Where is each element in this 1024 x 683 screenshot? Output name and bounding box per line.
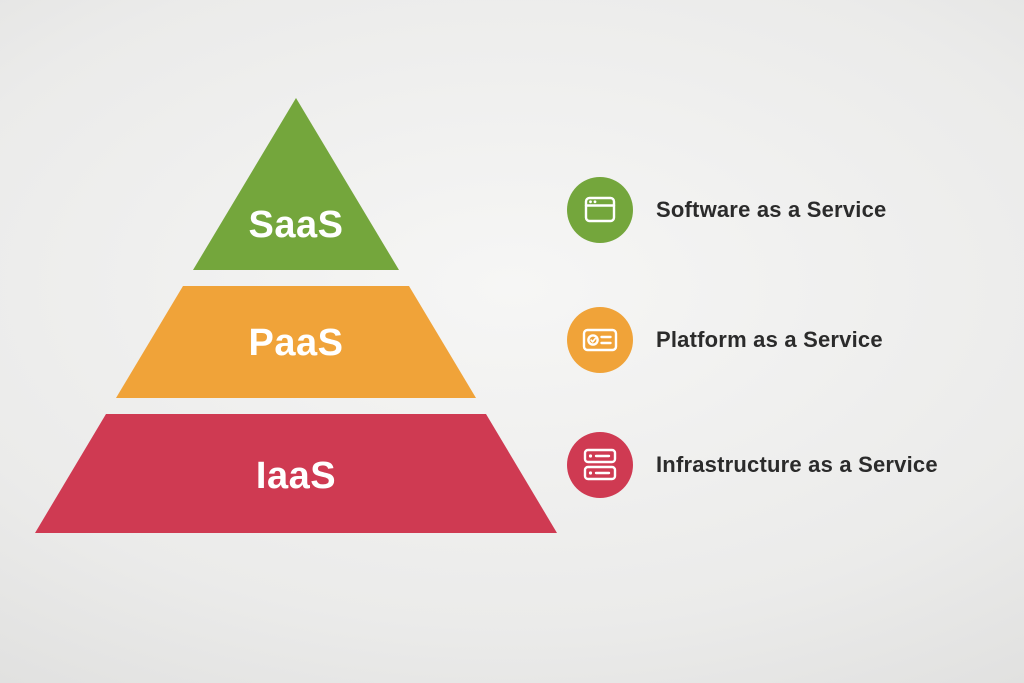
pyramid-label-paas: PaaS — [249, 322, 344, 364]
legend-label-saas: Software as a Service — [656, 197, 887, 222]
saas-badge — [567, 177, 633, 243]
browser-window-icon — [584, 196, 616, 223]
legend-item-saas: Software as a Service — [566, 176, 886, 244]
pyramid-level-iaas — [35, 414, 557, 533]
platform-card-icon — [582, 328, 618, 352]
badge-circle-iaas — [567, 432, 633, 498]
legend-item-paas: Platform as a Service — [566, 306, 883, 374]
legend-item-iaas: Infrastructure as a Service — [566, 431, 938, 499]
paas-badge — [567, 307, 633, 373]
pyramid-level-saas — [193, 98, 399, 270]
server-stack-icon — [583, 448, 617, 481]
badge-circle-saas — [567, 177, 633, 243]
iaas-badge — [567, 432, 633, 498]
pyramid-label-saas: SaaS — [249, 204, 344, 246]
pyramid-level-paas — [116, 286, 476, 398]
pyramid-label-iaas: IaaS — [256, 455, 336, 497]
legend-label-iaas: Infrastructure as a Service — [656, 452, 938, 477]
legend-label-paas: Platform as a Service — [656, 327, 883, 352]
badge-circle-paas — [567, 307, 633, 373]
